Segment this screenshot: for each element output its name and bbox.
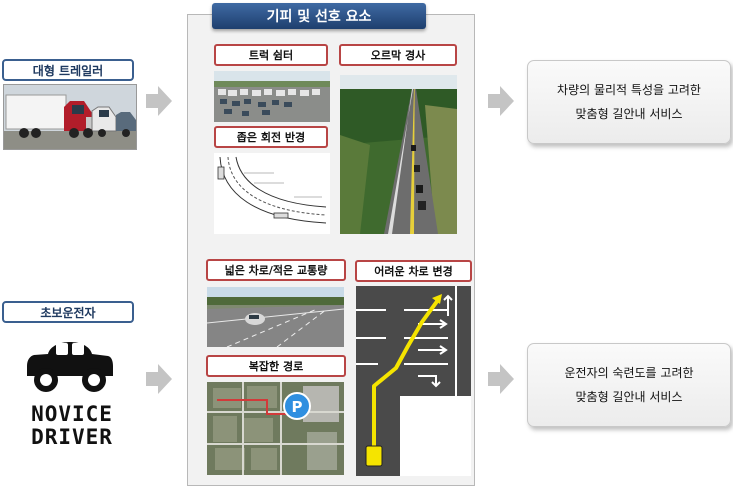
lane-change-diagram — [356, 286, 471, 476]
novice-text-line2: DRIVER — [31, 425, 113, 449]
trailer-label: 대형 트레일러 — [2, 59, 134, 81]
arrow-right-icon — [146, 86, 172, 116]
caption-narrow-turn: 좁은 회전 반경 — [214, 126, 328, 148]
narrow-turn-diagram — [214, 153, 330, 234]
result-driver-line2: 맞춤형 길안내 서비스 — [575, 390, 683, 404]
result-driver-service: 운전자의 숙련도를 고려한 맞춤형 길안내 서비스 — [527, 343, 731, 427]
result-vehicle-line1: 차량의 물리적 특성을 고려한 — [557, 83, 701, 97]
novice-label: 초보운전자 — [2, 301, 134, 323]
panel-title: 기피 및 선호 요소 — [212, 3, 426, 29]
caption-wide-lane: 넓은 차로/적은 교통량 — [206, 259, 346, 281]
arrow-right-icon — [488, 86, 514, 116]
complex-route-map: P — [207, 382, 344, 475]
wide-lane-image — [207, 287, 344, 347]
result-vehicle-line2: 맞춤형 길안내 서비스 — [575, 107, 683, 121]
svg-text:P: P — [292, 398, 303, 416]
caption-truck-stop: 트럭 쉼터 — [214, 44, 328, 66]
caption-complex-route: 복잡한 경로 — [206, 355, 346, 377]
car-icon — [26, 332, 114, 400]
caption-hard-lane-change: 어려운 차로 변경 — [355, 260, 472, 282]
caption-uphill: 오르막 경사 — [339, 44, 457, 66]
truck-stop-image — [214, 71, 330, 122]
uphill-image — [340, 75, 457, 234]
arrow-right-icon — [488, 364, 514, 394]
trailer-image — [3, 84, 137, 150]
arrow-right-icon — [146, 364, 172, 394]
result-driver-line1: 운전자의 숙련도를 고려한 — [564, 366, 694, 380]
novice-text-line1: NOVICE — [31, 402, 113, 426]
result-vehicle-service: 차량의 물리적 특성을 고려한 맞춤형 길안내 서비스 — [527, 60, 731, 144]
